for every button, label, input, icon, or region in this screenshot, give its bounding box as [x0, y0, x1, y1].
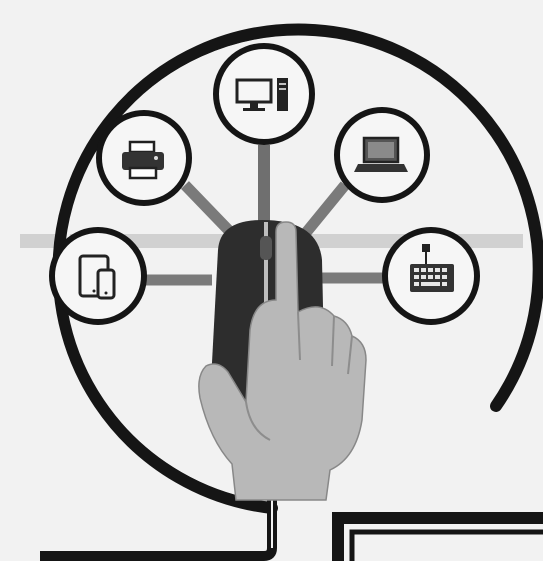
laptop-node [337, 110, 427, 200]
spoke-to-desktop [258, 145, 270, 230]
keyboard-node [385, 230, 477, 322]
printer-node [99, 113, 189, 203]
tablet-node [52, 230, 144, 322]
desktop-node [216, 46, 312, 142]
monitor-frame-fragment [338, 518, 543, 561]
